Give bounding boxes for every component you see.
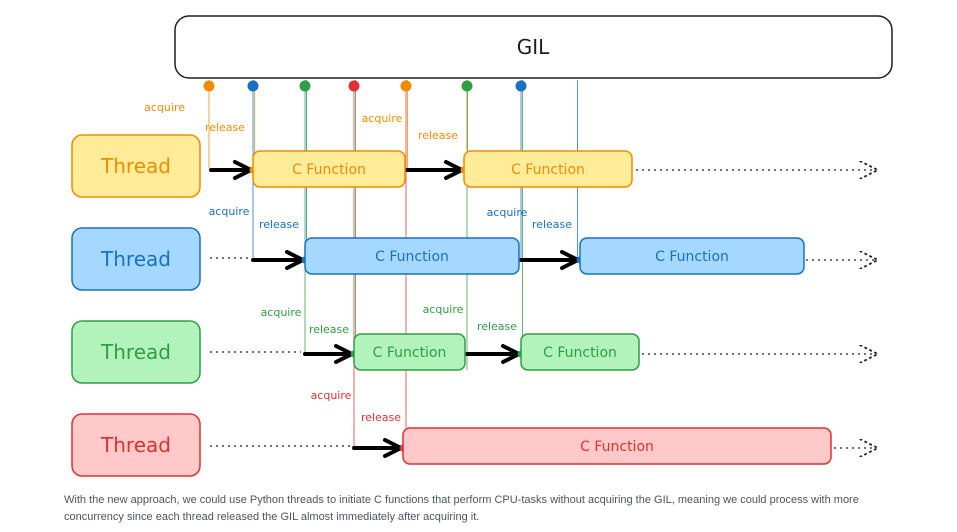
- gil-event-label: acquire: [487, 206, 528, 219]
- c-function-box: [520, 333, 640, 371]
- gil-event-label: release: [205, 121, 245, 134]
- gil-event-dot: [247, 80, 259, 92]
- c-function-box: [463, 150, 633, 188]
- gil-dots-layer: [203, 80, 527, 92]
- gil-event-label: release: [309, 323, 349, 336]
- thread-label: Thread: [100, 340, 171, 364]
- thread-label: Thread: [100, 433, 171, 457]
- thread-row-orange: Thread C Function C Function acquire release…: [71, 101, 876, 198]
- c-function-label: C Function: [375, 249, 449, 265]
- c-function-box: [252, 150, 406, 188]
- gil-event-label: release: [361, 411, 401, 424]
- c-function-box: [579, 237, 805, 275]
- gil-event-dot: [461, 80, 473, 92]
- thread-row-red: Thread C Function acquire release: [71, 389, 876, 477]
- gil-event-label: acquire: [209, 205, 250, 218]
- thread-box: [71, 320, 201, 384]
- gil-event-dot: [515, 80, 527, 92]
- gil-event-label: acquire: [261, 306, 302, 319]
- gil-event-label: acquire: [144, 101, 185, 114]
- gil-box: GIL: [174, 15, 893, 79]
- gil-event-dot: [348, 80, 360, 92]
- caption-text: With the new approach, we could use Pyth…: [64, 494, 859, 523]
- thread-box: [71, 227, 201, 291]
- gil-event-label: release: [418, 129, 458, 142]
- gil-label: GIL: [517, 35, 550, 59]
- thread-box: [71, 413, 201, 477]
- gil-thread-diagram: GIL Thread C Function C Function acquire rel…: [71, 15, 957, 477]
- thread-label: Thread: [100, 247, 171, 271]
- thread-rows: Thread C Function C Function acquire release…: [71, 101, 876, 477]
- c-function-label: C Function: [373, 345, 447, 361]
- c-function-box: [304, 237, 520, 275]
- gil-event-dot: [299, 80, 311, 92]
- c-function-label: C Function: [292, 162, 366, 178]
- gil-event-dot: [203, 80, 215, 92]
- gil-event-label: acquire: [311, 389, 352, 402]
- gil-event-label: acquire: [423, 303, 464, 316]
- gil-event-label: release: [259, 218, 299, 231]
- thread-row-blue: Thread C Function C Function acquire release…: [71, 205, 876, 291]
- gil-event-dot: [400, 80, 412, 92]
- c-function-box: [402, 427, 832, 465]
- c-function-box: [353, 333, 466, 371]
- thread-row-green: Thread C Function C Function acquire release…: [71, 303, 876, 384]
- gil-event-label: acquire: [362, 112, 403, 125]
- c-function-label: C Function: [580, 439, 654, 455]
- c-function-label: C Function: [655, 249, 729, 265]
- gil-event-label: release: [477, 320, 517, 333]
- c-function-label: C Function: [543, 345, 617, 361]
- gil-event-label: release: [532, 218, 572, 231]
- thread-box: [71, 134, 201, 198]
- c-function-label: C Function: [511, 162, 585, 178]
- thread-label: Thread: [100, 154, 171, 178]
